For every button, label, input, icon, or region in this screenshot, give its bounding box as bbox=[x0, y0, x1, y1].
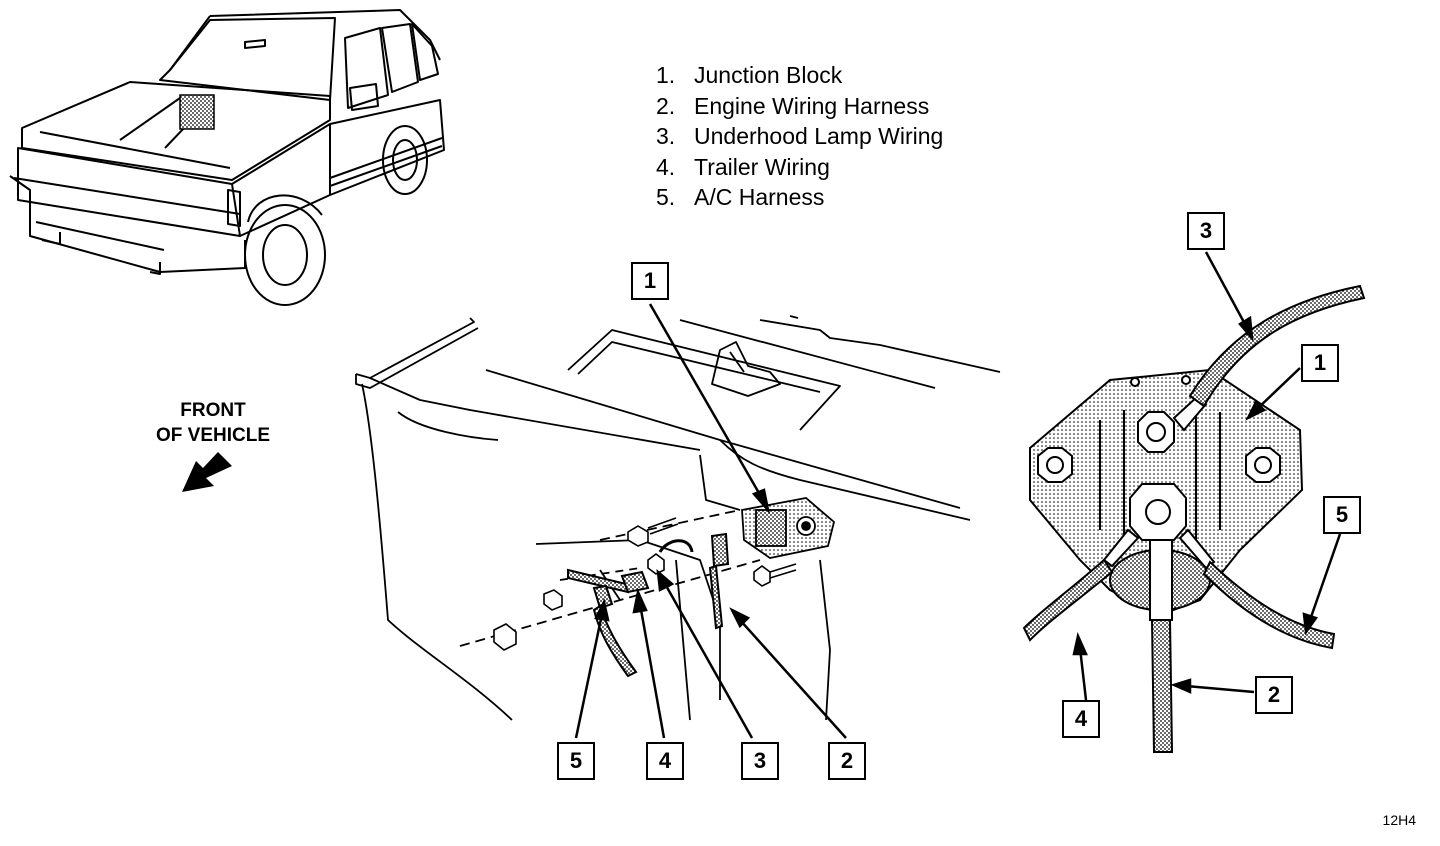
figure-code: 12H4 bbox=[1382, 812, 1416, 828]
legend-number: 4. bbox=[656, 153, 676, 180]
callout-main-2: 2 bbox=[828, 742, 866, 780]
legend-number: 2. bbox=[656, 92, 676, 119]
legend-item: 1. Junction Block bbox=[656, 60, 943, 91]
callout-detail-2: 2 bbox=[1255, 676, 1293, 714]
legend-item: 3. Underhood Lamp Wiring bbox=[656, 121, 943, 152]
legend-item: 4. Trailer Wiring bbox=[656, 152, 943, 183]
detail-wires bbox=[1022, 284, 1366, 753]
legend-number: 3. bbox=[656, 123, 676, 150]
callout-detail-1: 1 bbox=[1301, 344, 1339, 382]
callout-detail-4: 4 bbox=[1062, 700, 1100, 738]
legend-label: Trailer Wiring bbox=[694, 153, 830, 180]
legend-label: Underhood Lamp Wiring bbox=[694, 123, 944, 150]
callout-main-3: 3 bbox=[741, 742, 779, 780]
vehicle-illustration bbox=[9, 9, 445, 306]
engine-compartment-view bbox=[355, 315, 1001, 721]
legend-number: 1. bbox=[656, 62, 676, 88]
legend-item: 2. Engine Wiring Harness bbox=[656, 91, 943, 122]
callout-main-1: 1 bbox=[631, 262, 669, 300]
legend-item: 5. A/C Harness bbox=[656, 182, 943, 213]
fasteners bbox=[493, 517, 797, 651]
front-direction-arrow-icon bbox=[182, 452, 232, 492]
front-of-vehicle-label: FRONT OF VEHICLE bbox=[140, 398, 286, 448]
junction-block-location-marker bbox=[179, 94, 215, 130]
wire-leads-main bbox=[567, 532, 730, 678]
legend-label: Engine Wiring Harness bbox=[694, 92, 930, 119]
front-label-line1: FRONT bbox=[180, 400, 246, 421]
leader-arrows-detail bbox=[1072, 251, 1342, 701]
legend-label: Junction Block bbox=[694, 62, 843, 88]
junction-block-main bbox=[741, 497, 836, 559]
callout-main-4: 4 bbox=[646, 742, 684, 780]
callout-main-5: 5 bbox=[557, 742, 595, 780]
junction-block-detail bbox=[1029, 368, 1304, 621]
callout-detail-5: 5 bbox=[1323, 496, 1361, 534]
legend-number: 5. bbox=[656, 184, 676, 211]
parts-legend: 1. Junction Block 2. Engine Wiring Harness… bbox=[656, 60, 943, 213]
callout-detail-3: 3 bbox=[1187, 212, 1225, 250]
front-label-line2: OF VEHICLE bbox=[155, 425, 270, 446]
leader-arrows-main bbox=[574, 303, 847, 739]
legend-label: A/C Harness bbox=[694, 184, 825, 211]
